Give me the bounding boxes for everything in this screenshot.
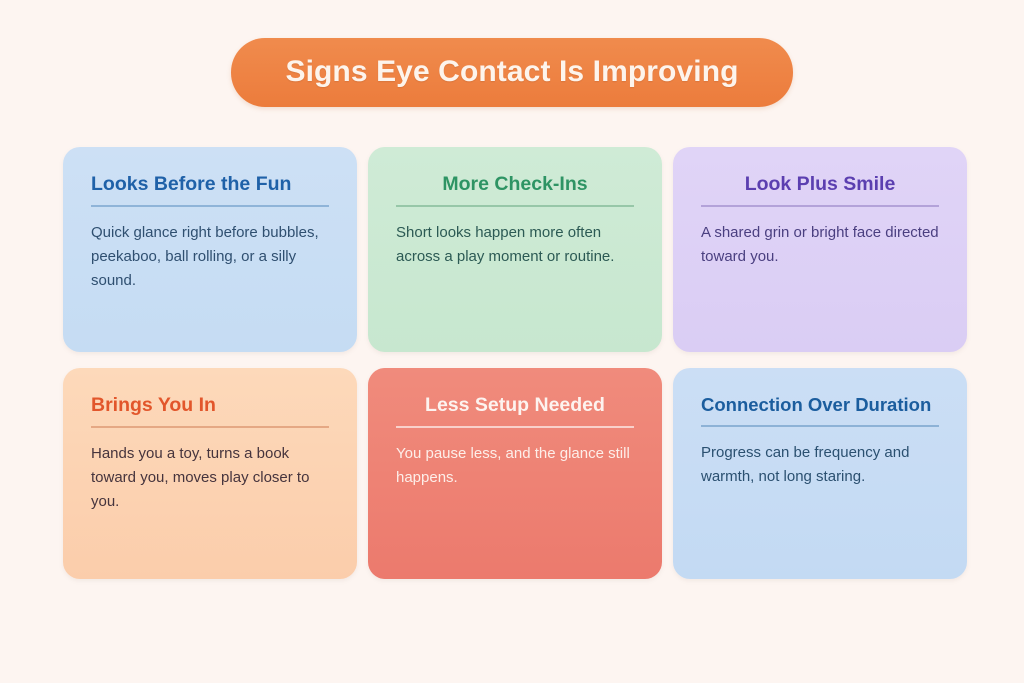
card-body: A shared grin or bright face directed to…: [701, 223, 939, 266]
card-divider: [396, 426, 634, 428]
card-brings-you-in: Brings You In Hands you a toy, turns a b…: [63, 368, 357, 579]
card-title: More Check-Ins: [442, 173, 588, 195]
card-grid: Looks Before the Fun Quick glance right …: [63, 147, 967, 579]
card-less-setup-needed: Less Setup Needed You pause less, and th…: [368, 368, 662, 579]
header: Signs Eye Contact Is Improving: [0, 38, 1024, 107]
card-body: Quick glance right before bubbles, peeka…: [91, 223, 319, 290]
card-connection-over-duration: Connection Over Duration Progress can be…: [673, 368, 967, 579]
card-title: Look Plus Smile: [744, 173, 896, 195]
card-divider: [396, 205, 634, 207]
card-looks-before-the-fun: Looks Before the Fun Quick glance right …: [63, 147, 357, 352]
card-more-check-ins: More Check-Ins Short looks happen more o…: [368, 147, 662, 352]
card-look-plus-smile: Look Plus Smile A shared grin or bright …: [673, 147, 967, 352]
card-body: Hands you a toy, turns a book toward you…: [91, 444, 310, 511]
title-banner: Signs Eye Contact Is Improving: [231, 38, 793, 107]
card-body: Progress can be frequency and warmth, no…: [701, 443, 910, 485]
card-title: Less Setup Needed: [425, 394, 605, 416]
card-title: Brings You In: [91, 394, 216, 416]
page-title: Signs Eye Contact Is Improving: [285, 55, 739, 88]
card-divider: [91, 205, 329, 207]
card-title: Looks Before the Fun: [91, 173, 292, 195]
card-divider: [701, 205, 939, 207]
card-body: You pause less, and the glance still hap…: [396, 444, 630, 487]
card-body: Short looks happen more often across a p…: [396, 223, 615, 266]
card-title: Connection Over Duration: [701, 394, 932, 415]
card-divider: [91, 426, 329, 428]
card-divider: [701, 425, 939, 427]
